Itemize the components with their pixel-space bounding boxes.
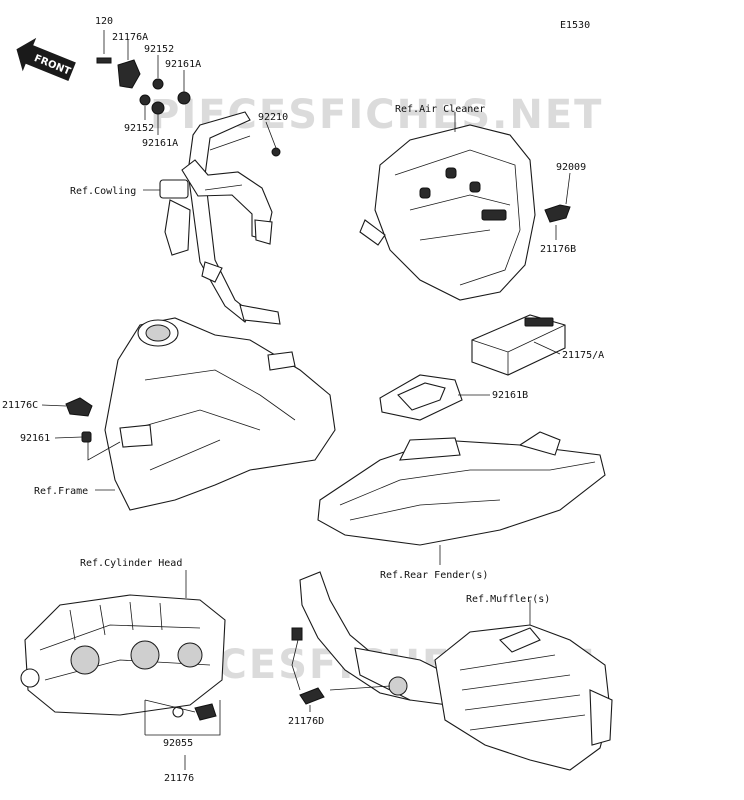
label-21176C: 21176C [2, 400, 38, 411]
sensor-21176-icon [194, 703, 217, 721]
collar-92161A-top-icon [177, 91, 191, 105]
label-21176A: 21176A [112, 32, 148, 43]
sensor-21176C-icon [65, 397, 93, 417]
hardware-top-left [96, 57, 281, 157]
bolt-92161-icon [81, 431, 92, 443]
label-92009: 92009 [556, 162, 586, 173]
ecu-21175A [471, 314, 566, 376]
label-92161A-bottom: 92161A [142, 138, 178, 149]
diagram-code: E1530 [560, 20, 590, 31]
label-21176: 21176 [164, 773, 194, 784]
label-21175A: 21175/A [562, 350, 604, 361]
label-92161B: 92161B [492, 390, 528, 401]
exhaust-pipe [299, 571, 451, 706]
label-92152-top: 92152 [144, 44, 174, 55]
bolt-120-icon [96, 57, 112, 64]
ref-rear-fender: Ref.Rear Fender(s) [380, 570, 488, 581]
cowling-bracket [159, 111, 281, 325]
ecu-holder-92161B [379, 374, 463, 421]
front-arrow-icon: FRONT [16, 37, 76, 82]
frame [65, 317, 336, 511]
label-92055: 92055 [163, 738, 193, 749]
ref-cylinder-head: Ref.Cylinder Head [80, 558, 182, 569]
air-cleaner-housing [359, 124, 571, 301]
connector-21176D-icon [291, 627, 303, 641]
sensor-21176A-icon [117, 59, 141, 89]
label-92161A-top: 92161A [165, 59, 201, 70]
grommet-92152-bottom-icon [139, 94, 151, 106]
label-92161: 92161 [20, 433, 50, 444]
washer-92055-icon [172, 706, 184, 718]
label-120: 120 [95, 16, 113, 27]
sensor-21176D-icon [299, 687, 325, 705]
ref-cowling: Ref.Cowling [70, 186, 136, 197]
ref-frame: Ref.Frame [34, 486, 88, 497]
sensor-21176B-icon [544, 204, 571, 223]
clip-92210-icon [271, 147, 281, 157]
cylinder-head [20, 594, 226, 721]
muffler [291, 624, 613, 771]
label-92210: 92210 [258, 112, 288, 123]
grommet-92152-top-icon [152, 78, 164, 90]
leader-lines [41, 30, 571, 770]
rear-fender [317, 431, 606, 546]
ref-air-cleaner: Ref.Air Cleaner [395, 104, 485, 115]
label-92152-bottom: 92152 [124, 123, 154, 134]
label-21176B: 21176B [540, 244, 576, 255]
collar-92161A-bottom-icon [151, 101, 165, 115]
label-21176D: 21176D [288, 716, 324, 727]
ref-muffler: Ref.Muffler(s) [466, 594, 550, 605]
